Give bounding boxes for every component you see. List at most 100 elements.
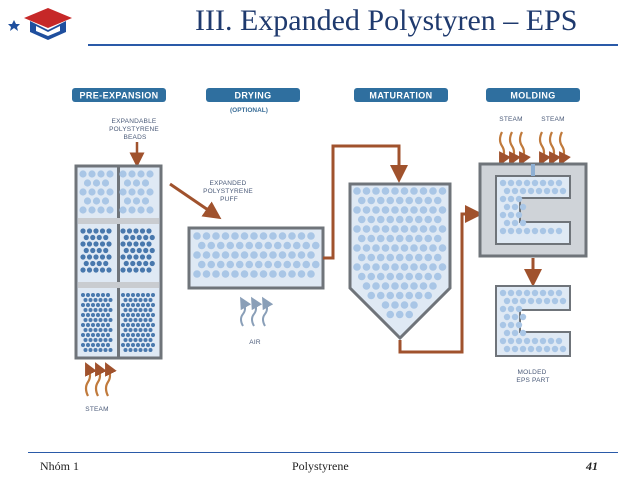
bead [139, 241, 146, 247]
bead [507, 305, 515, 313]
bead [278, 251, 287, 259]
bead [535, 297, 543, 305]
bead [139, 228, 146, 234]
bead [307, 251, 315, 259]
bead [410, 206, 418, 214]
bead [123, 318, 128, 322]
bead [130, 247, 136, 254]
bead [405, 291, 414, 300]
bead [231, 270, 239, 278]
bead [240, 270, 249, 278]
bead [93, 228, 99, 234]
steam-label: STEAM [85, 406, 108, 413]
bead [212, 232, 220, 240]
bead [128, 328, 133, 332]
bead [88, 206, 96, 214]
bead [523, 337, 531, 345]
bead [126, 333, 130, 337]
bead [259, 251, 268, 259]
bead [250, 232, 258, 240]
bead [108, 348, 113, 352]
bead [148, 348, 153, 352]
bead [93, 241, 99, 247]
bead [433, 253, 442, 262]
slide-title: III. Expanded Polystyren – EPS [195, 4, 578, 37]
bead [226, 260, 235, 269]
bead [202, 251, 211, 259]
bead [123, 298, 128, 302]
bead [288, 270, 296, 278]
bead [297, 232, 306, 240]
bead [555, 337, 563, 345]
bead [101, 313, 105, 317]
bead [103, 328, 108, 332]
bead [146, 343, 150, 347]
bead [136, 293, 140, 297]
bead [372, 263, 380, 271]
bead [410, 244, 418, 252]
bead [92, 179, 101, 187]
bead [96, 293, 100, 297]
puff-label: EXPANDED POLYSTYRENE PUFF [203, 180, 255, 203]
bead [193, 270, 201, 278]
bead [143, 247, 149, 254]
bead [400, 263, 409, 271]
stage-label: MATURATION [369, 91, 432, 101]
bead [86, 333, 90, 337]
bead [235, 241, 244, 250]
bead [133, 241, 139, 247]
bead [126, 303, 130, 307]
bead [503, 345, 511, 353]
bead [381, 301, 390, 309]
bead [88, 170, 96, 178]
bead [386, 272, 395, 281]
bead [101, 179, 110, 187]
bead [93, 308, 98, 312]
bead [357, 272, 366, 281]
bead [133, 267, 139, 273]
bead [555, 227, 563, 235]
bead [151, 343, 155, 347]
bead [83, 247, 89, 254]
page-number: 41 [586, 459, 598, 473]
bead [88, 188, 96, 196]
bead [245, 260, 254, 269]
bead [98, 298, 103, 302]
bead [128, 170, 136, 178]
bead [90, 234, 96, 241]
bead [503, 329, 511, 337]
bead [141, 179, 150, 187]
bead [93, 348, 98, 352]
bead [143, 348, 148, 352]
bead [128, 188, 136, 196]
bead [395, 196, 404, 205]
bead [499, 227, 507, 235]
bead [133, 338, 138, 342]
bead [311, 260, 320, 269]
bead [120, 267, 126, 273]
bead [391, 206, 399, 214]
bead [137, 206, 145, 214]
bead [547, 289, 555, 297]
bead [96, 303, 100, 307]
bead [101, 293, 105, 297]
bead [143, 234, 149, 241]
bead [83, 328, 88, 332]
maturation-silo [348, 182, 452, 341]
bead [93, 328, 98, 332]
bead [143, 328, 148, 332]
mold-beads [499, 179, 567, 235]
bead [83, 260, 89, 267]
stage-label: DRYING [234, 91, 271, 101]
bead [391, 225, 399, 233]
bead [146, 323, 150, 327]
beads-label: EXPANDABLE POLYSTYRENE BEADS [109, 118, 161, 141]
bead [269, 270, 277, 278]
bead [106, 188, 114, 196]
bead [101, 197, 110, 205]
bead [395, 215, 404, 224]
bead [128, 348, 133, 352]
steam-icon [84, 362, 117, 397]
bead [146, 228, 152, 234]
bead [400, 244, 409, 252]
